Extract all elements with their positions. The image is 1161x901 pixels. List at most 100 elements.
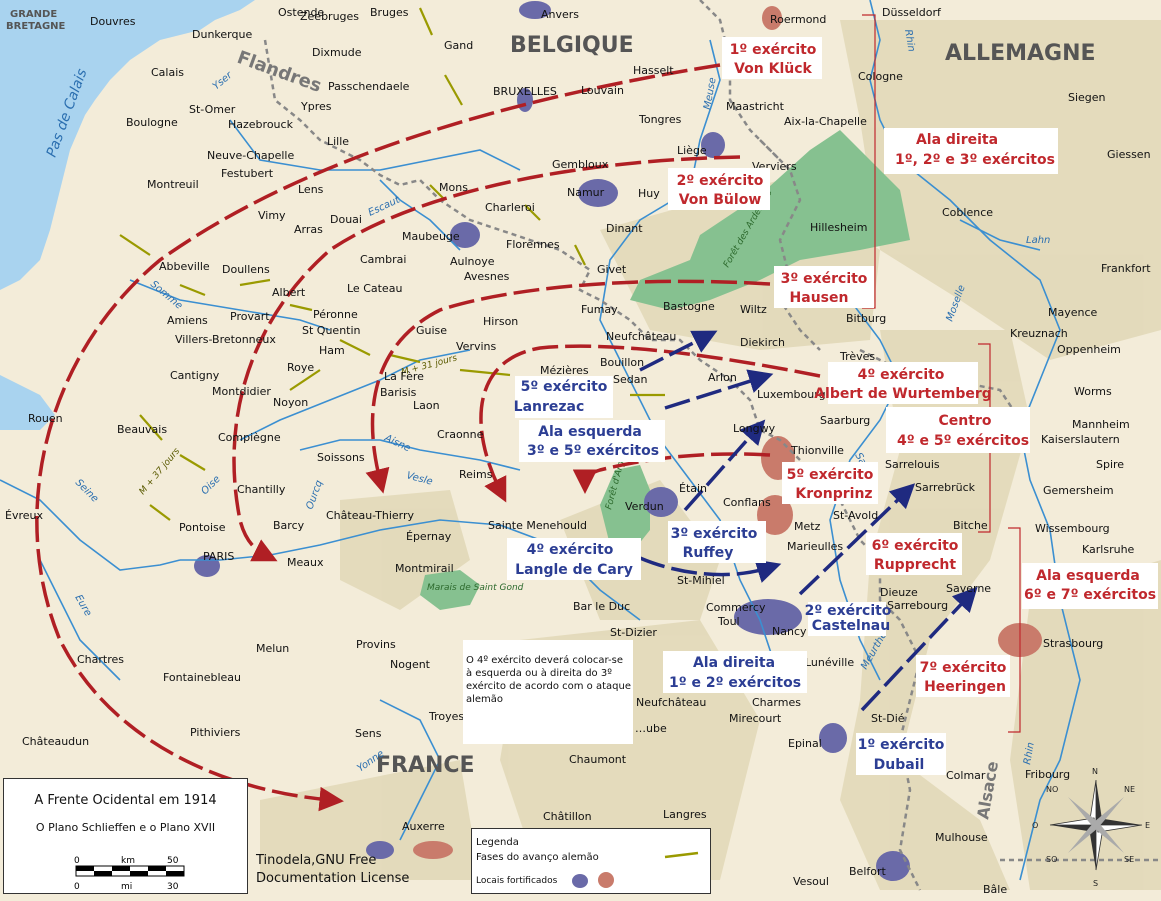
- city-pontoise: Pontoise: [179, 521, 226, 534]
- city-thionville: Thionville: [790, 444, 844, 457]
- french-wing-right-line1: Ala direita: [693, 655, 775, 671]
- city-st-omer: St-Omer: [189, 103, 236, 116]
- legend-forts-label: Locais fortificados: [476, 876, 558, 886]
- city-melun: Melun: [256, 642, 289, 655]
- city-epinal: Epinal: [788, 737, 822, 750]
- city-nogent: Nogent: [390, 658, 431, 671]
- city-mayence: Mayence: [1048, 306, 1098, 319]
- city-karlsruhe: Karlsruhe: [1082, 543, 1135, 556]
- german-army-1-line2: Von Klück: [734, 61, 812, 77]
- grande-bretagne-line2: BRETAGNE: [6, 21, 66, 32]
- city-rouen: Rouen: [28, 412, 63, 425]
- city-boulogne: Boulogne: [126, 116, 178, 129]
- city-cantigny: Cantigny: [170, 369, 220, 382]
- city-paris: PARIS: [203, 550, 234, 563]
- compass-s: S: [1093, 879, 1098, 888]
- german-wing-center-line1: Centro: [939, 413, 992, 429]
- french-army-5-line1: 5º exército: [521, 379, 608, 395]
- german-army-5-line1: 5º exército: [787, 467, 874, 483]
- city-maubeuge: Maubeuge: [402, 230, 460, 243]
- french-army-2-line1: 2º exército: [805, 603, 892, 619]
- city-nancy: Nancy: [772, 625, 807, 638]
- german-arrow-1: [35, 63, 721, 812]
- city-charmes: Charmes: [752, 696, 801, 709]
- fort-namur: [578, 179, 618, 207]
- city-metz: Metz: [794, 520, 821, 533]
- city-abbeville: Abbeville: [159, 260, 210, 273]
- city-barisis: Barisis: [380, 386, 417, 399]
- city-neufchateau-b: Neufchâteau: [606, 330, 676, 343]
- city-neufchateau-f: Neufchâteau: [636, 696, 706, 709]
- marais-saint-gond: [420, 570, 480, 610]
- city-maastricht: Maastricht: [726, 100, 785, 113]
- country-france: FRANCE: [376, 753, 475, 778]
- city-namur: Namur: [567, 186, 605, 199]
- compass-rose: N S E O NE NO SE SO: [1032, 767, 1150, 888]
- french-arrow-arlon: [664, 369, 774, 410]
- french-army-3-line2: Ruffey: [683, 545, 734, 561]
- scale-mi-max: 30: [167, 882, 179, 892]
- compass-n: N: [1092, 767, 1098, 776]
- compass-ne: NE: [1124, 785, 1135, 794]
- city-hillesheim: Hillesheim: [810, 221, 867, 234]
- legend-fort-fr-swatch: [572, 874, 588, 888]
- city-hazebrouck: Hazebrouck: [228, 118, 294, 131]
- label-backgrounds: [507, 37, 1158, 775]
- city-meaux: Meaux: [287, 556, 324, 569]
- city-mirecourt: Mirecourt: [729, 712, 782, 725]
- german-army-6-line1: 6º exército: [872, 538, 959, 554]
- city-frankfort: Frankfort: [1101, 262, 1151, 275]
- city-st-dizier: St-Dizier: [610, 626, 657, 639]
- legend-box: Legenda Fases do avanço alemão Locais fo…: [471, 828, 711, 894]
- city-chateaudun: Châteaudun: [22, 735, 89, 748]
- german-army-2-line2: Von Bülow: [679, 192, 762, 208]
- french-army-4-line1: 4º exército: [527, 542, 614, 558]
- license-credit: Tinodela,GNU Free Documentation License: [256, 852, 409, 888]
- french-wing-left-line1: Ala esquerda: [538, 424, 642, 440]
- german-arrow-3: [365, 279, 771, 494]
- city-pithiviers: Pithiviers: [190, 726, 241, 739]
- city-dinant: Dinant: [606, 222, 643, 235]
- city-joinville: …ube: [635, 722, 667, 735]
- city-bruxelles: BRUXELLES: [493, 85, 557, 98]
- city-colmar: Colmar: [946, 769, 986, 782]
- german-wing-center-line2: 4º e 5º exércitos: [897, 433, 1029, 449]
- city-douvres: Douvres: [90, 15, 136, 28]
- city-bar-le-duc: Bar le Duc: [573, 600, 630, 613]
- city-bitburg: Bitburg: [846, 312, 886, 325]
- city-kreuznach: Kreuznach: [1010, 327, 1068, 340]
- city-noyon: Noyon: [273, 396, 308, 409]
- city-dixmude: Dixmude: [312, 46, 362, 59]
- scale-mi-zero: 0: [74, 882, 80, 892]
- city-vimy: Vimy: [258, 209, 286, 222]
- fort-verdun: [644, 487, 678, 517]
- fort-auxerre-blue: [366, 841, 394, 859]
- compass-so: SO: [1046, 855, 1057, 864]
- city-doullens: Doullens: [222, 263, 270, 276]
- city-sedan: Sedan: [613, 373, 647, 386]
- scale-mi-unit: mi: [121, 882, 132, 892]
- french-arrow-dubail: [860, 586, 978, 712]
- fort-liege: [701, 132, 725, 158]
- city-hasselt: Hasselt: [633, 64, 674, 77]
- city-villers: Villers-Bretonneux: [175, 333, 276, 346]
- city-dunkerque: Dunkerque: [192, 28, 252, 41]
- note-box: O 4º exército deverá colocar-se à esquer…: [463, 640, 633, 744]
- map-subtitle: O Plano Schlieffen e o Plano XVII: [35, 821, 216, 834]
- city-avesnes: Avesnes: [464, 270, 510, 283]
- city-soissons: Soissons: [317, 451, 365, 464]
- city-dieuze: Dieuze: [880, 586, 918, 599]
- city-st-avold: St-Avold: [833, 509, 878, 522]
- city-aulnoye: Aulnoye: [450, 255, 495, 268]
- city-spire: Spire: [1096, 458, 1124, 471]
- credit-line2: Documentation License: [256, 871, 410, 886]
- city-albert: Albert: [272, 286, 306, 299]
- river-rhin: Rhin: [902, 29, 917, 53]
- city-festubert: Festubert: [221, 167, 274, 180]
- french-army-5-line2: Lanrezac: [514, 399, 585, 415]
- scale-km-unit: km: [121, 856, 135, 866]
- cities: Douvres Ostende Zeebruges Bruges Anvers …: [5, 6, 1151, 896]
- german-army-labels: 1º exército Von Klück 2º exército Von Bü…: [677, 42, 1156, 695]
- city-bruges: Bruges: [370, 6, 409, 19]
- city-reims: Reims: [459, 468, 493, 481]
